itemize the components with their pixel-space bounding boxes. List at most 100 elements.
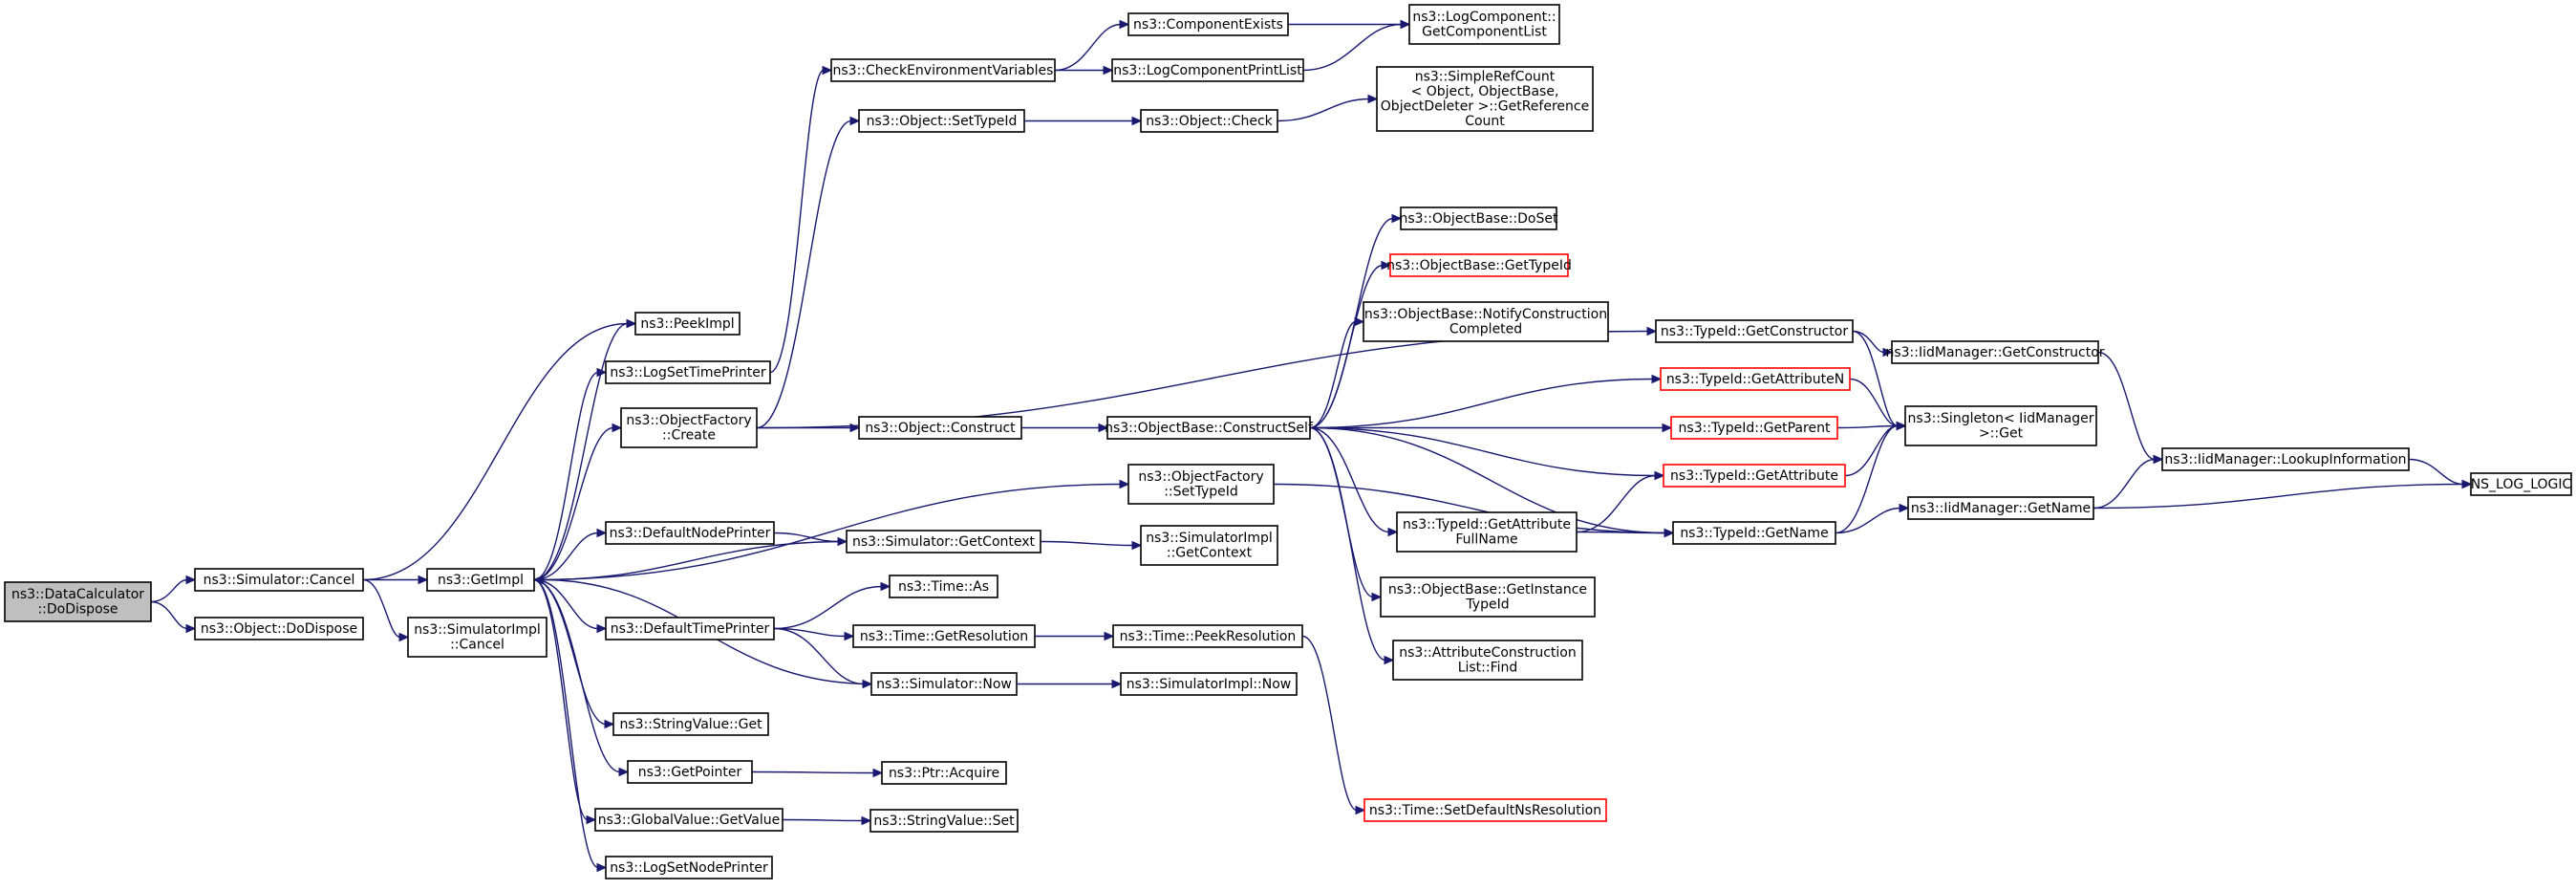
node-box[interactable] — [1140, 525, 1278, 566]
node-ns_log_logic[interactable]: NS_LOG_LOGIC — [2470, 472, 2572, 496]
node-box[interactable] — [846, 530, 1041, 554]
node-defaultnodeprinter[interactable]: ns3::DefaultNodePrinter — [605, 521, 775, 545]
node-logcomponentprintlist[interactable]: ns3::LogComponentPrintList — [1111, 58, 1304, 82]
node-getimpl[interactable]: ns3::GetImpl — [426, 568, 535, 592]
node-box[interactable] — [634, 312, 741, 336]
node-box[interactable] — [627, 760, 753, 784]
node-box[interactable] — [2161, 447, 2410, 471]
node-box[interactable] — [426, 568, 535, 592]
node-box[interactable] — [1127, 12, 1289, 36]
node-obj_settypeid[interactable]: ns3::Object::SetTypeId — [858, 109, 1025, 133]
node-peekimpl[interactable]: ns3::PeekImpl — [634, 312, 741, 336]
node-box[interactable] — [1120, 672, 1298, 696]
node-box[interactable] — [605, 617, 775, 640]
node-box[interactable] — [1408, 4, 1560, 45]
node-box[interactable] — [407, 617, 547, 658]
node-time_getres[interactable]: ns3::Time::GetResolution — [852, 624, 1036, 648]
node-logsetnodeprinter[interactable]: ns3::LogSetNodePrinter — [605, 856, 773, 879]
node-box[interactable] — [1392, 640, 1583, 681]
node-box[interactable] — [852, 624, 1036, 648]
node-objbase_gettypeid[interactable]: ns3::ObjectBase::GetTypeId — [1386, 253, 1572, 277]
node-box[interactable] — [1106, 416, 1311, 440]
node-box[interactable] — [594, 808, 784, 832]
node-box[interactable] — [605, 521, 775, 545]
node-stringvalue_set[interactable]: ns3::StringValue::Set — [869, 809, 1019, 833]
node-box[interactable] — [1400, 206, 1557, 230]
node-objfactory_settypeid[interactable]: ns3::ObjectFactory::SetTypeId — [1127, 464, 1275, 505]
node-box[interactable] — [1660, 367, 1851, 391]
node-box[interactable] — [1376, 66, 1594, 132]
node-typeid_getconstructor[interactable]: ns3::TypeId::GetConstructor — [1655, 319, 1854, 343]
node-box[interactable] — [1396, 511, 1578, 553]
node-defaulttimeprinter[interactable]: ns3::DefaultTimePrinter — [605, 617, 775, 640]
node-box[interactable] — [2470, 472, 2572, 496]
node-obj_dodispose[interactable]: ns3::Object::DoDispose — [194, 617, 364, 640]
node-box[interactable] — [1907, 496, 2094, 520]
node-objbase_notify[interactable]: ns3::ObjectBase::NotifyConstructionCompl… — [1363, 301, 1609, 342]
node-time_peekres[interactable]: ns3::Time::PeekResolution — [1112, 624, 1303, 648]
node-box[interactable] — [881, 761, 1007, 785]
node-obj_check[interactable]: ns3::Object::Check — [1140, 109, 1278, 133]
node-box[interactable] — [1363, 798, 1607, 822]
node-componentexists[interactable]: ns3::ComponentExists — [1127, 12, 1289, 36]
node-box[interactable] — [620, 407, 758, 448]
node-objbase_doset[interactable]: ns3::ObjectBase::DoSet — [1400, 206, 1558, 230]
node-box[interactable] — [870, 672, 1018, 696]
node-box[interactable] — [1655, 319, 1854, 343]
node-box[interactable] — [1111, 58, 1304, 82]
node-box[interactable] — [194, 617, 364, 640]
node-box[interactable] — [858, 109, 1025, 133]
node-logcomponent_getlist[interactable]: ns3::LogComponent::GetComponentList — [1408, 4, 1560, 45]
node-box[interactable] — [1904, 405, 2097, 446]
node-simimpl_getcontext[interactable]: ns3::SimulatorImpl::GetContext — [1140, 525, 1278, 566]
node-box[interactable] — [830, 58, 1056, 82]
node-globalvalue_getvalue[interactable]: ns3::GlobalValue::GetValue — [594, 808, 784, 832]
node-typeid_getattribute[interactable]: ns3::TypeId::GetAttribute — [1663, 464, 1846, 488]
node-simimpl_cancel[interactable]: ns3::SimulatorImpl::Cancel — [407, 617, 547, 658]
node-box[interactable] — [1140, 109, 1278, 133]
node-ptr_acquire[interactable]: ns3::Ptr::Acquire — [881, 761, 1007, 785]
node-objbase_constructself[interactable]: ns3::ObjectBase::ConstructSelf — [1105, 416, 1314, 440]
node-box[interactable] — [889, 575, 998, 598]
node-simimpl_now[interactable]: ns3::SimulatorImpl::Now — [1120, 672, 1298, 696]
node-iidmgr_getconstructor[interactable]: ns3::IidManager::GetConstructor — [1885, 340, 2105, 364]
node-box[interactable] — [1672, 521, 1836, 545]
node-root[interactable]: ns3::DataCalculator::DoDispose — [4, 581, 152, 622]
node-box[interactable] — [869, 809, 1019, 833]
node-box[interactable] — [1112, 624, 1303, 648]
node-box[interactable] — [1380, 576, 1596, 618]
node-box[interactable] — [4, 581, 152, 622]
node-box[interactable] — [605, 856, 773, 879]
node-iidmgr_lookup[interactable]: ns3::IidManager::LookupInformation — [2161, 447, 2410, 471]
node-obj_construct[interactable]: ns3::Object::Construct — [858, 416, 1022, 440]
node-typeid_getparent[interactable]: ns3::TypeId::GetParent — [1670, 416, 1838, 440]
node-box[interactable] — [858, 416, 1022, 440]
node-box[interactable] — [605, 360, 771, 384]
node-getpointer[interactable]: ns3::GetPointer — [627, 760, 753, 784]
node-sim_cancel[interactable]: ns3::Simulator::Cancel — [194, 568, 364, 592]
node-box[interactable] — [1127, 464, 1275, 505]
node-box[interactable] — [1670, 416, 1838, 440]
node-time_setdefaultns[interactable]: ns3::Time::SetDefaultNsResolution — [1363, 798, 1607, 822]
node-time_as[interactable]: ns3::Time::As — [889, 575, 998, 598]
node-stringvalue_get[interactable]: ns3::StringValue::Get — [612, 712, 769, 736]
node-sim_now[interactable]: ns3::Simulator::Now — [870, 672, 1018, 696]
node-box[interactable] — [1389, 253, 1569, 277]
node-checkenv[interactable]: ns3::CheckEnvironmentVariables — [830, 58, 1056, 82]
node-typeid_getname[interactable]: ns3::TypeId::GetName — [1672, 521, 1836, 545]
node-box[interactable] — [612, 712, 769, 736]
node-simplerefcount[interactable]: ns3::SimpleRefCount< Object, ObjectBase,… — [1376, 66, 1594, 132]
node-typeid_getattributen[interactable]: ns3::TypeId::GetAttributeN — [1660, 367, 1851, 391]
node-iidmgr_getname[interactable]: ns3::IidManager::GetName — [1907, 496, 2094, 520]
node-box[interactable] — [1663, 464, 1846, 488]
node-box[interactable] — [1363, 301, 1609, 342]
node-sim_getcontext[interactable]: ns3::Simulator::GetContext — [846, 530, 1041, 554]
node-box[interactable] — [1891, 340, 2099, 364]
node-objfactory_create[interactable]: ns3::ObjectFactory::Create — [620, 407, 758, 448]
node-logsettimeprinter[interactable]: ns3::LogSetTimePrinter — [605, 360, 771, 384]
node-singleton_get[interactable]: ns3::Singleton< IidManager >::Get — [1904, 405, 2097, 446]
node-box[interactable] — [194, 568, 364, 592]
